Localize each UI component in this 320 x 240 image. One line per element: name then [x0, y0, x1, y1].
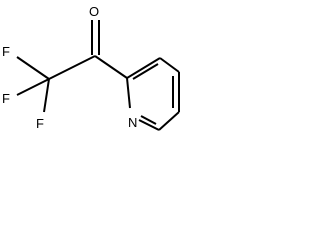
- oxygen-label: O: [89, 4, 99, 19]
- ring-bond-c6-n: [138, 119, 160, 131]
- ring-bond-c2-c3: [126, 57, 161, 79]
- cf-bond-top: [16, 56, 50, 80]
- cf-bond-bottom: [43, 78, 50, 113]
- carbonyl-to-ring-bond: [94, 55, 128, 79]
- cf-bond-left: [16, 78, 50, 96]
- carbonyl-to-cf3-bond: [48, 55, 96, 80]
- ring-double-bond-c2-c3-inner: [132, 63, 159, 80]
- fluorine-label-bottom: F: [36, 116, 44, 131]
- ring-bond-c3-c4: [159, 57, 180, 73]
- ring-double-bond-c6-n-inner: [140, 115, 157, 125]
- fluorine-label-top: F: [2, 44, 10, 59]
- ring-bond-n-c2: [126, 77, 131, 109]
- chemical-structure: O F F F N: [2, 4, 180, 131]
- nitrogen-label: N: [128, 115, 137, 130]
- fluorine-label-left: F: [2, 91, 10, 106]
- ring-bond-c5-c6: [158, 111, 180, 131]
